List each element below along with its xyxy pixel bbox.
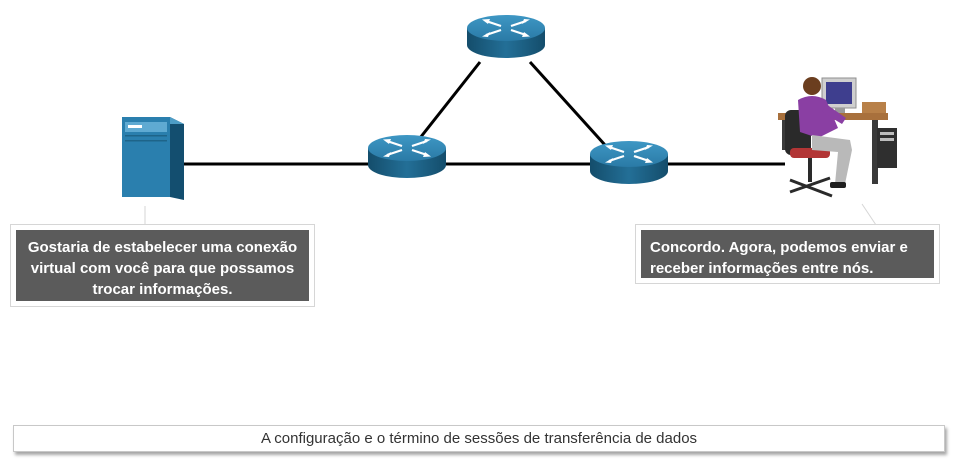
server-speech-bubble: Gostaria de estabelecer uma conexão virt… [10,224,315,307]
router-top-icon [465,13,547,60]
user-speech-bubble: Concordo. Agora, podemos enviar e recebe… [635,224,940,284]
router-left-icon [366,133,448,180]
figure-caption: A configuração e o término de sessões de… [13,425,945,452]
link-router-left-router-top [418,61,482,139]
network-links [180,60,785,166]
server-icon [122,117,184,200]
server-message-text: Gostaria de estabelecer uma conexão virt… [16,230,309,301]
router-right-icon [588,139,670,186]
user-message-text: Concordo. Agora, podemos enviar e recebe… [641,230,934,278]
workstation-user-icon [778,77,897,198]
link-router-top-router-right [528,60,607,147]
